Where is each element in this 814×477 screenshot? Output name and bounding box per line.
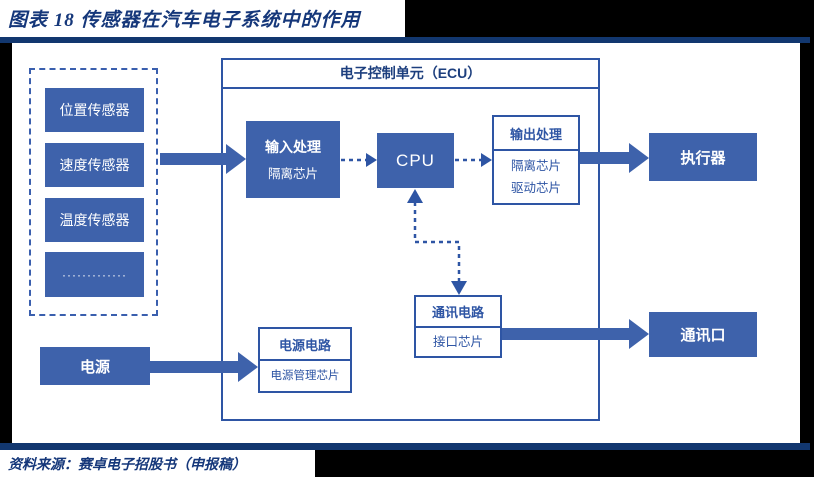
power-circuit-title: 电源电路 <box>260 329 350 361</box>
source-text: 资料来源：赛卓电子招股书（申报稿） <box>8 457 246 473</box>
driver-chip-label: 驱动芯片 <box>510 181 561 195</box>
output-processing-box: 输出处理 隔离芯片 驱动芯片 <box>492 115 580 205</box>
output-isolation-chip-label: 隔离芯片 <box>510 159 561 173</box>
figure-title-strip: 图表 18 传感器在汽车电子系统中的作用 <box>0 0 405 37</box>
figure-title: 图表 18 传感器在汽车电子系统中的作用 <box>8 10 361 31</box>
ecu-container <box>221 58 600 421</box>
bottom-rule <box>0 443 810 450</box>
sensor-box-temperature: 温度传感器 <box>45 198 144 242</box>
sensor-box-speed: 速度传感器 <box>45 143 144 187</box>
output-processing-title: 输出处理 <box>494 117 578 151</box>
isolation-chip-label: 隔离芯片 <box>267 167 318 181</box>
sensor-box-ellipsis: ············· <box>45 252 144 297</box>
power-circuit-box: 电源电路 电源管理芯片 <box>258 327 352 393</box>
source-strip: 资料来源：赛卓电子招股书（申报稿） <box>0 450 315 477</box>
comm-port-box: 通讯口 <box>649 312 757 357</box>
actuator-box: 执行器 <box>649 133 757 181</box>
interface-chip-label: 接口芯片 <box>432 335 483 349</box>
comm-circuit-title: 通讯电路 <box>416 297 500 328</box>
power-management-chip-label: 电源管理芯片 <box>270 370 340 382</box>
sensor-box-position: 位置传感器 <box>45 88 144 132</box>
comm-circuit-box: 通讯电路 接口芯片 <box>414 295 502 358</box>
input-processing-box: 输入处理 隔离芯片 <box>246 121 340 198</box>
top-rule <box>0 37 810 43</box>
ecu-title: 电子控制单元（ECU） <box>221 58 600 89</box>
input-processing-title: 输入处理 <box>265 139 321 155</box>
cpu-box: CPU <box>377 133 454 188</box>
power-supply-box: 电源 <box>40 347 150 385</box>
